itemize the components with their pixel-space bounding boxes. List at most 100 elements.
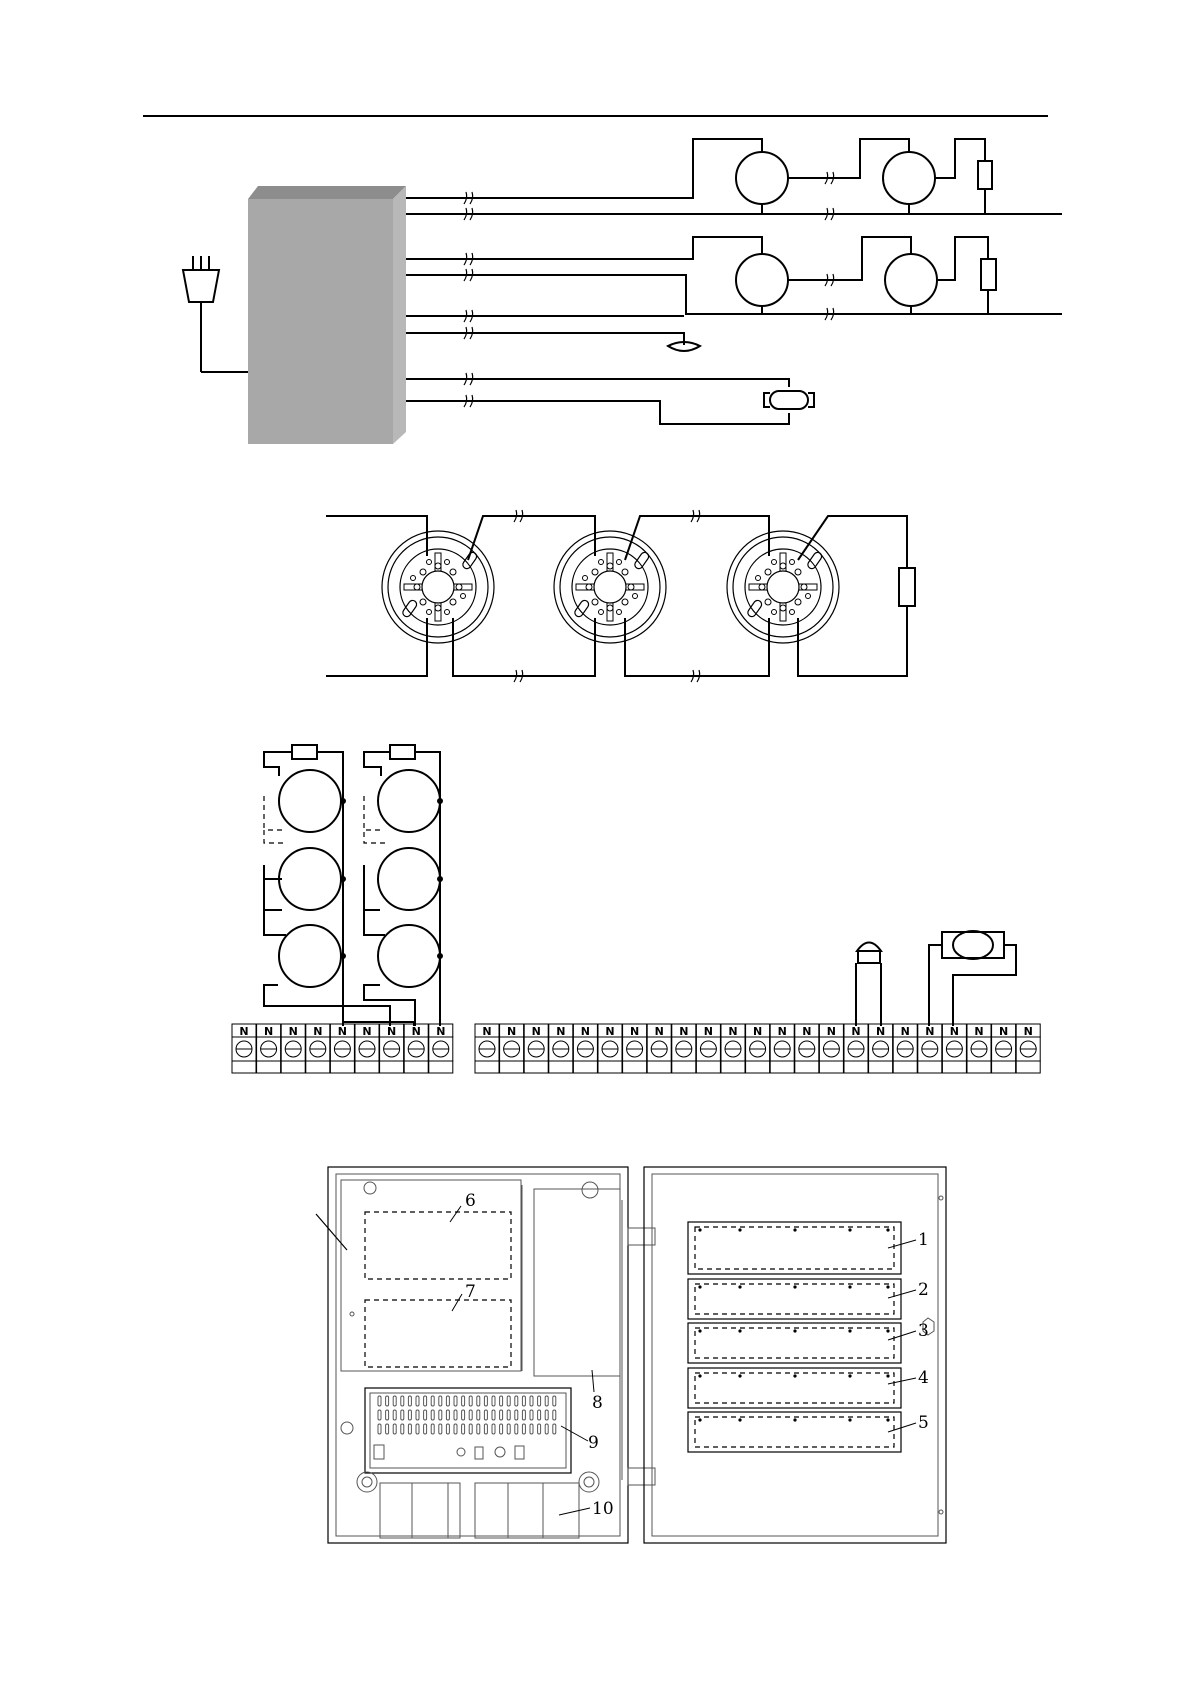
mounting-plate-pointer [316, 1214, 347, 1250]
terminal-label: N [901, 1025, 910, 1038]
terminal-label: N [362, 1025, 371, 1038]
terminal-label: N [999, 1025, 1008, 1038]
callout-6: 6 [465, 1191, 476, 1211]
terminal-label: N [851, 1025, 860, 1038]
detector-2a [736, 254, 788, 306]
vent-slot [408, 1424, 411, 1434]
cabinet-body [328, 1167, 628, 1543]
vent-slot [424, 1424, 427, 1434]
screw [793, 1329, 796, 1332]
callout-7: 7 [465, 1282, 476, 1302]
end-of-line-resistor [978, 161, 992, 189]
vent-slot [477, 1424, 480, 1434]
vent-slot [492, 1410, 495, 1420]
vent-slot [545, 1396, 548, 1406]
terminal-label: N [289, 1025, 298, 1038]
terminal-label: N [507, 1025, 516, 1038]
vent-slot [469, 1424, 472, 1434]
vent-slot [545, 1410, 548, 1420]
terminal-label: N [655, 1025, 664, 1038]
callout-10: 10 [592, 1499, 614, 1519]
vent-slot [386, 1410, 389, 1420]
vent-slot [439, 1396, 442, 1406]
vent-slot [439, 1410, 442, 1420]
vent-slot [500, 1396, 503, 1406]
hinge-bottom [628, 1468, 655, 1485]
vent-slot [522, 1396, 525, 1406]
detector-2b [885, 254, 937, 306]
module-10 [357, 1472, 599, 1538]
sounder-terminal [929, 931, 1016, 1026]
detector-base-2 [554, 531, 666, 643]
vent-slot [469, 1410, 472, 1420]
vent-slot [500, 1410, 503, 1420]
vent-slot [446, 1396, 449, 1406]
vent-slot [522, 1410, 525, 1420]
module-6 [365, 1212, 511, 1279]
detector-chain-a [264, 745, 414, 1026]
board-2 [688, 1279, 901, 1319]
terminal-label: N [412, 1025, 421, 1038]
screw [793, 1285, 796, 1288]
screw [848, 1285, 851, 1288]
detector-loop-1 [406, 139, 1062, 214]
screw [698, 1285, 701, 1288]
vent-slot [553, 1410, 556, 1420]
vent-slot [431, 1396, 434, 1406]
callout-2: 2 [918, 1280, 929, 1300]
detector-base-3 [727, 531, 839, 643]
terminal-label: N [532, 1025, 541, 1038]
vent-slot [401, 1410, 404, 1420]
detector-loop-2 [406, 237, 1062, 314]
terminal-label: N [778, 1025, 787, 1038]
vent-slot [530, 1396, 533, 1406]
screw [848, 1329, 851, 1332]
vent-slot [424, 1410, 427, 1420]
vent-slot [507, 1410, 510, 1420]
screw [848, 1228, 851, 1231]
vent-slot [386, 1396, 389, 1406]
vent-slot [462, 1396, 465, 1406]
screw [698, 1374, 701, 1377]
screw [848, 1374, 851, 1377]
terminal-label: N [605, 1025, 614, 1038]
manual-alarm-line [406, 316, 700, 351]
end-of-line-resistor [899, 568, 915, 606]
callout-5: 5 [918, 1413, 929, 1433]
screw [698, 1228, 701, 1231]
vent-slot [431, 1410, 434, 1420]
detector-base-wiring [326, 510, 915, 682]
vent-slot [439, 1424, 442, 1434]
detector-1b [883, 152, 935, 204]
terminal-label: N [728, 1025, 737, 1038]
vent-slot [454, 1424, 457, 1434]
callout-1: 1 [918, 1230, 929, 1250]
terminal-label: N [679, 1025, 688, 1038]
vent-slot [462, 1424, 465, 1434]
detector-chain-b [364, 745, 443, 1026]
vent-slot [522, 1424, 525, 1434]
vent-slot [545, 1424, 548, 1434]
terminal-label: N [630, 1025, 639, 1038]
terminal-label: N [950, 1025, 959, 1038]
vent-slot [538, 1396, 541, 1406]
vent-slot [393, 1410, 396, 1420]
terminal-label: N [436, 1025, 445, 1038]
controller-cabinet [248, 186, 406, 444]
screw [886, 1329, 889, 1332]
vent-slot [386, 1424, 389, 1434]
module-9 [365, 1388, 571, 1473]
vent-slot [538, 1410, 541, 1420]
detector-base-1 [382, 531, 494, 643]
terminal-label: N [556, 1025, 565, 1038]
vent-slot [454, 1410, 457, 1420]
vent-slot [416, 1396, 419, 1406]
screw [886, 1374, 889, 1377]
manual-button-terminal [856, 943, 881, 1027]
screw [738, 1374, 741, 1377]
vent-slot [424, 1396, 427, 1406]
terminal-label: N [704, 1025, 713, 1038]
screw [698, 1329, 701, 1332]
